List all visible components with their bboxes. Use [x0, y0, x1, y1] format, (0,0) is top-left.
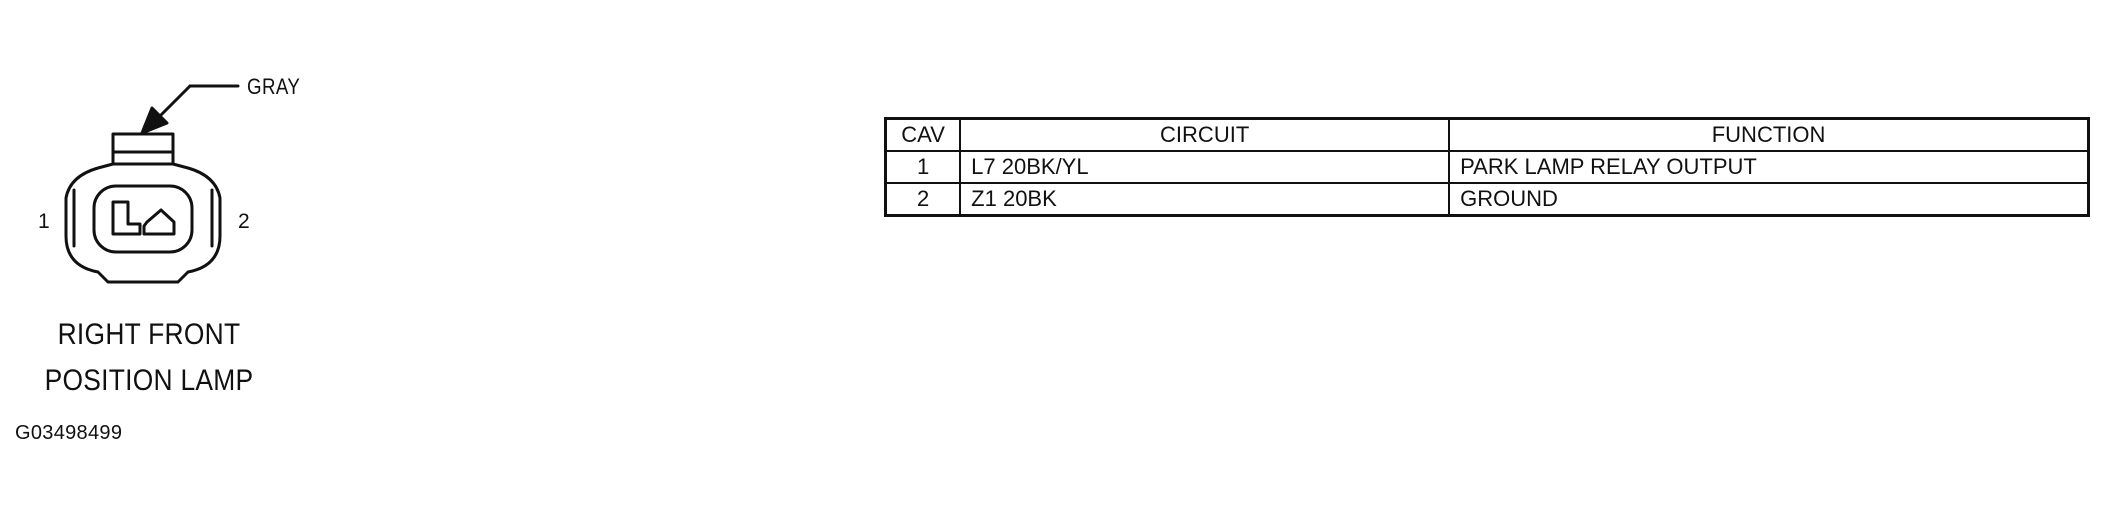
pin-1-label: 1	[38, 210, 50, 233]
connector-caption-line-1: RIGHT FRONT	[57, 318, 241, 351]
pin-cavity-1	[111, 200, 142, 236]
header-circuit: CIRCUIT	[959, 117, 1451, 152]
cell-circuit: Z1 20BK	[959, 182, 1451, 217]
figure-code: G03498499	[15, 422, 123, 444]
pin-table: CAV CIRCUIT FUNCTION 1 L7 20BK/YL PARK L…	[884, 117, 2090, 217]
connector-caption-line-2: POSITION LAMP	[44, 364, 254, 397]
connector-figure: GRAY 1 2	[0, 0, 400, 420]
table-row: 1 L7 20BK/YL PARK LAMP RELAY OUTPUT	[884, 150, 2090, 184]
connector-drawing	[64, 84, 240, 284]
connector-latch	[111, 132, 175, 166]
cell-function: GROUND	[1448, 182, 2090, 217]
pin-cavity-2	[142, 208, 176, 236]
cell-function: PARK LAMP RELAY OUTPUT	[1448, 150, 2090, 184]
callout-arrow	[140, 84, 240, 135]
cell-circuit: L7 20BK/YL	[959, 150, 1451, 184]
cell-cav: 1	[884, 150, 962, 184]
table-header-row: CAV CIRCUIT FUNCTION	[884, 117, 2090, 152]
connector-housing	[64, 162, 222, 284]
header-cav: CAV	[884, 117, 962, 152]
pin-2-label: 2	[238, 210, 250, 233]
cell-cav: 2	[884, 182, 962, 217]
table-row: 2 Z1 20BK GROUND	[884, 182, 2090, 217]
color-callout-label: GRAY	[247, 74, 301, 99]
header-function: FUNCTION	[1448, 117, 2090, 152]
connector-face	[92, 184, 194, 254]
